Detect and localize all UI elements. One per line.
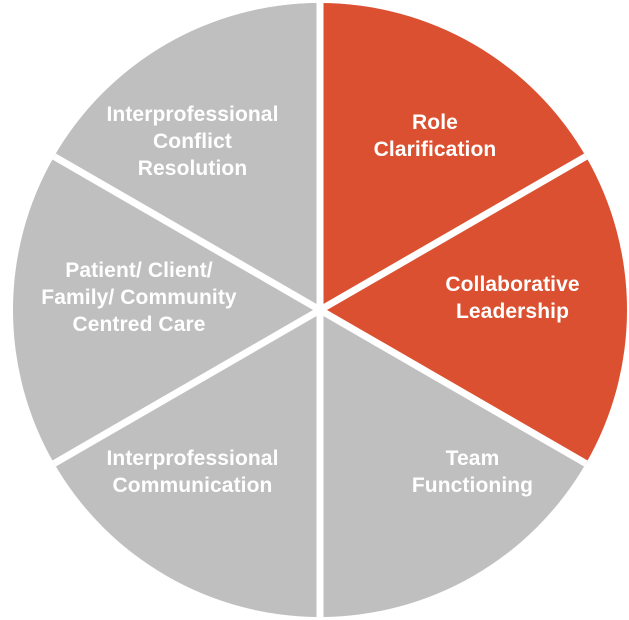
slice-collaborative-leadership[interactable]: [320, 310, 586, 617]
slice-dividers: [52, 3, 588, 617]
slice-role-clarification[interactable]: [320, 2, 628, 464]
pie-slices: [12, 2, 628, 617]
slice-interprofessional-conflict-resolution[interactable]: [54, 3, 320, 310]
slice-team-functioning[interactable]: [54, 310, 320, 617]
divider-diagonal-b: [52, 153, 588, 467]
slice-interprofessional-communication[interactable]: [12, 156, 321, 464]
